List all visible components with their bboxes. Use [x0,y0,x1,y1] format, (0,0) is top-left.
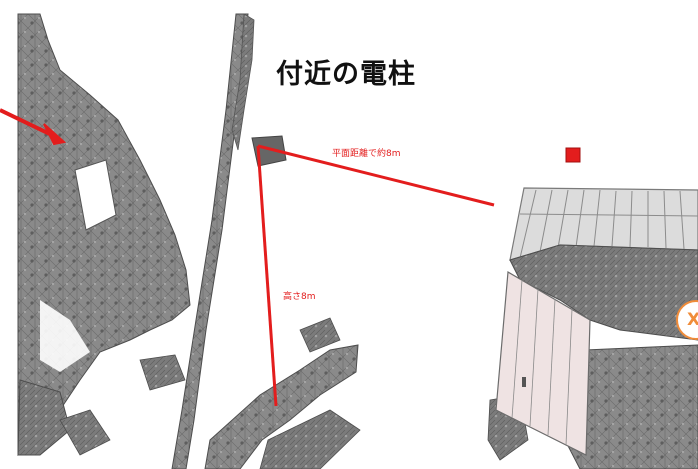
left-building-mesh [17,13,191,456]
marker-symbol: X [687,310,698,330]
horizontal-distance-label: 平面距離で約8m [332,149,401,159]
page-title: 付近の電柱 [276,59,416,90]
red-square-marker-icon [565,147,581,163]
height-label: 高さ8m [283,292,316,302]
red-arrow-icon [0,108,67,146]
right-structure-mesh [487,187,698,469]
ground-mesh [204,317,361,469]
horizontal-distance-line [257,144,495,207]
utility-pole-mesh [171,13,287,469]
height-line [256,145,278,407]
